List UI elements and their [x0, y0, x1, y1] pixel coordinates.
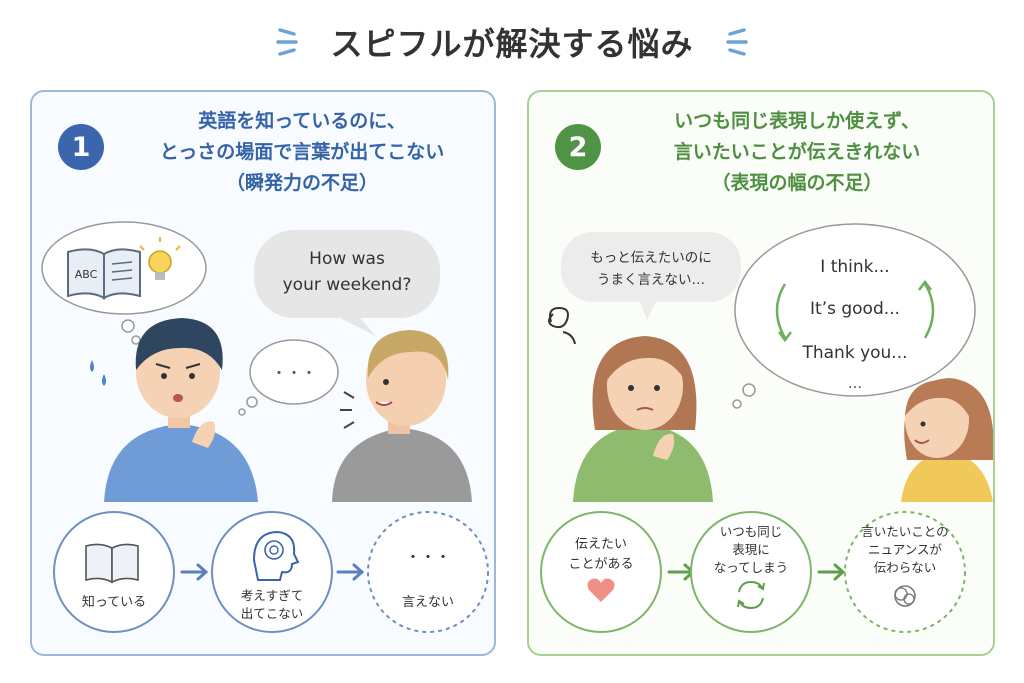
svg-text:考えすぎて: 考えすぎて [241, 588, 304, 603]
worried-woman-illustration [573, 336, 713, 502]
phrase-2: It’s good... [810, 299, 900, 319]
scribble-confusion-icon [548, 306, 576, 345]
problem-number-badge: 1 [58, 124, 104, 170]
svg-text:いつも同じ: いつも同じ [720, 524, 783, 539]
flow-step-overthink: 考えすぎて 出てこない [211, 511, 333, 633]
cycle-arrows-icon [775, 279, 935, 343]
sparkle-left-icon [276, 28, 299, 56]
svg-text:知っている: 知っている [82, 594, 146, 610]
svg-text:・・・: ・・・ [405, 548, 450, 566]
problem-flow-2: 伝えたい ことがある いつも同じ 表現に なってしまう 言いたいことの ニュア [540, 511, 966, 633]
listening-woman-illustration [901, 378, 993, 502]
expression-scene: もっと伝えたいのに うまく言えない… I think... It’s good.… [548, 223, 993, 502]
repetition-thought-bubble: I think... It’s good... Thank you... ... [732, 223, 976, 409]
flow-step-know: 知っている [53, 511, 175, 633]
problem-panel-1: 1 英語を知っているのに、 とっさの場面で言葉が出てこない （瞬発力の不足） A… [30, 90, 496, 656]
phrase-4: ... [848, 374, 862, 392]
svg-text:How was: How was [309, 249, 385, 269]
tangled-scribble-icon [894, 585, 916, 607]
svg-text:言えない: 言えない [402, 595, 454, 610]
lightbulb-icon [139, 237, 181, 280]
svg-text:・・・: ・・・ [271, 364, 316, 382]
arrow-right-icon [817, 563, 846, 581]
flow-step-same-expression: いつも同じ 表現に なってしまう [690, 511, 812, 633]
svg-text:伝わらない: 伝わらない [874, 560, 937, 575]
phrase-3: Thank you... [801, 343, 907, 363]
svg-text:ニュアンスが: ニュアンスが [868, 542, 943, 557]
page-title: スピフルが解決する悩み [330, 25, 694, 63]
problem-number-badge: 2 [555, 124, 601, 170]
silent-thought-bubble: ・・・ [238, 339, 339, 416]
page-title-row: スピフルが解決する悩み [0, 14, 1024, 70]
speaking-man-illustration [332, 330, 472, 502]
confused-man-illustration [104, 318, 258, 502]
problem-heading: いつも同じ表現しか使えず、 言いたいことが伝えきれない （表現の幅の不足） [673, 110, 921, 194]
arrow-right-icon [667, 563, 696, 581]
flow-step-cannot-say: ・・・ 言えない [367, 511, 489, 633]
question-speech-bubble: How was your weekend? [254, 230, 440, 336]
problem-flow-1: 知っている 考えすぎて 出てこない ・・・ 言えない [53, 511, 489, 633]
sparkle-right-icon [725, 28, 748, 56]
phrase-1: I think... [820, 257, 889, 277]
conversation-scene: ABC How was your weekend? ・・・ [41, 221, 472, 502]
frustration-thought-bubble: もっと伝えたいのに うまく言えない… [561, 232, 741, 320]
problem-heading: 英語を知っているのに、 とっさの場面で言葉が出てこない （瞬発力の不足） [159, 110, 445, 194]
svg-text:もっと伝えたいのに: もっと伝えたいのに [590, 250, 712, 266]
svg-text:表現に: 表現に [732, 542, 770, 557]
flow-step-nuance-lost: 言いたいことの ニュアンスが 伝わらない [844, 511, 966, 633]
svg-text:うまく言えない…: うまく言えない… [597, 272, 705, 288]
arrow-right-icon [180, 563, 209, 581]
book-label: ABC [75, 268, 98, 281]
problem-panel-2: 2 いつも同じ表現しか使えず、 言いたいことが伝えきれない （表現の幅の不足） … [527, 90, 995, 656]
svg-text:ことがある: ことがある [568, 557, 633, 572]
svg-text:your weekend?: your weekend? [283, 275, 412, 295]
sweat-drops-icon [90, 360, 106, 386]
svg-text:言いたいことの: 言いたいことの [861, 524, 948, 539]
svg-text:出てこない: 出てこない [241, 606, 304, 621]
svg-text:なってしまう: なってしまう [714, 560, 788, 575]
refresh-icon [737, 580, 765, 610]
tangled-head-icon [252, 530, 300, 581]
flow-step-want-to-say: 伝えたい ことがある [540, 511, 662, 633]
book-icon: ABC [67, 248, 141, 300]
svg-text:伝えたい: 伝えたい [575, 537, 627, 552]
arrow-right-icon [336, 563, 365, 581]
heart-icon [587, 578, 615, 602]
